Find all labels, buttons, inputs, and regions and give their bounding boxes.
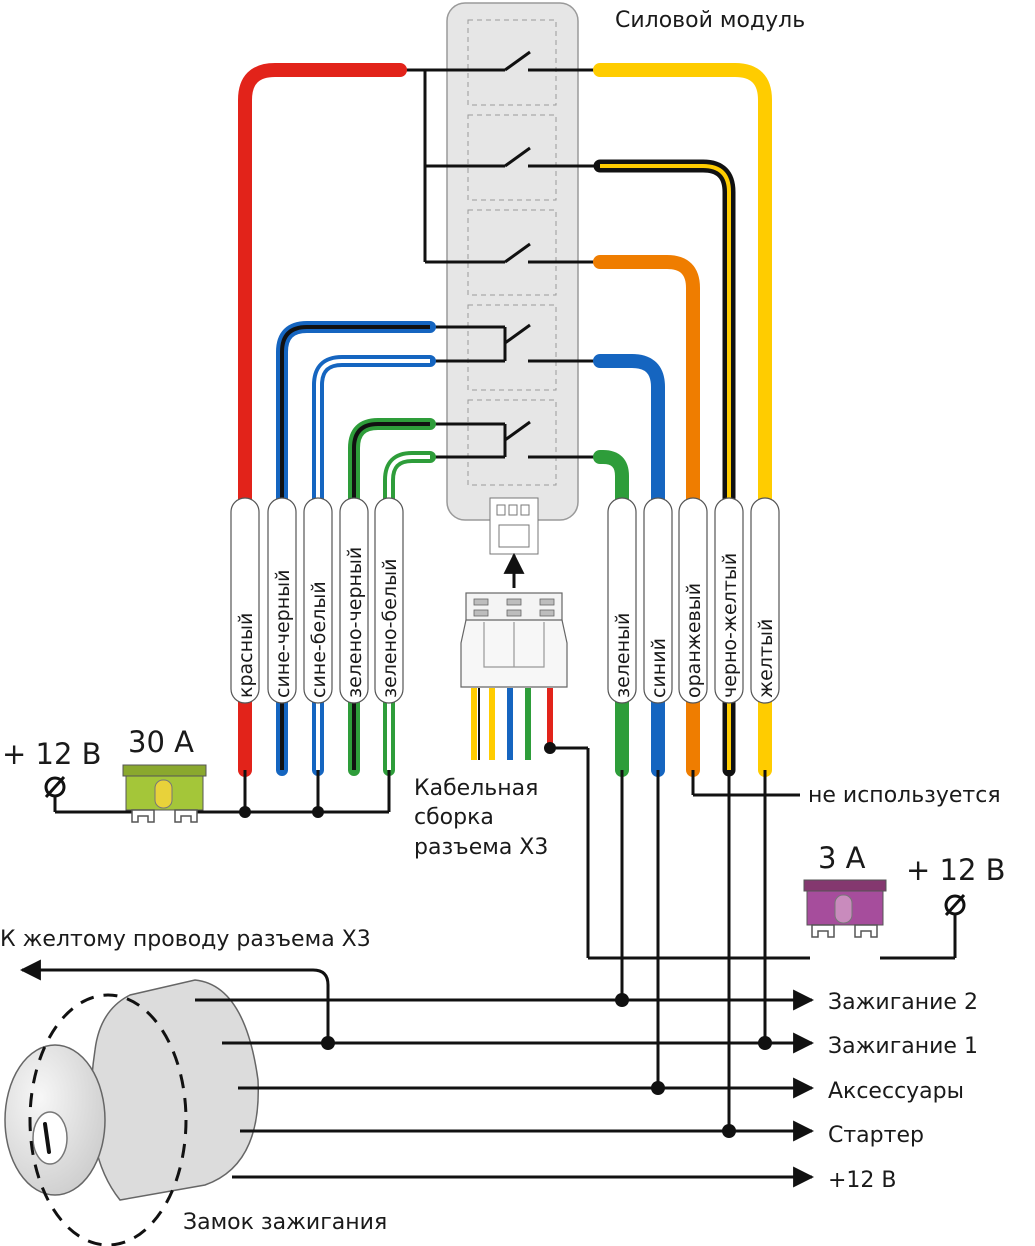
label-cap-green-white [374,497,404,704]
yellow-wire-note: К желтому проводу разъема Х3 [0,927,371,952]
wire-label-black-yellow: черно-желтый [719,553,741,698]
wire-blue [593,354,665,777]
wire-yellow [593,63,772,777]
power-module [446,2,579,555]
wire-label-red: красный [235,613,257,698]
wire-label-yellow: желтый [755,619,777,698]
wire-label-orange: оранжевый [683,583,705,698]
wire-blue-black [276,321,436,776]
wire-label-green-white: зелено-белый [379,559,401,698]
connector-x3 [460,552,568,760]
fuse-30a-icon [122,764,207,823]
ignition-lock-label: Замок зажигания [183,1210,387,1235]
not-used-label: не используется [808,783,1001,808]
label-cap-green-black [339,497,369,704]
connector-x3-caption-3: разъема Х3 [414,835,548,860]
junction-dot [312,806,324,818]
relay-switches [430,50,600,459]
wire-label-green-black: зелено-черный [344,547,366,698]
left-supply-label: + 12 В [2,737,102,771]
connector-x3-caption-1: Кабельная [414,776,538,801]
label-cap-red [230,497,260,704]
wire-red [238,63,407,777]
label-cap-orange [678,497,708,704]
wire-green-white [383,451,436,776]
fuse-30a-rating: 30 А [128,725,194,759]
red-bus-lines [400,68,505,264]
left-junction-lines [53,770,391,814]
output-ignition-1: Зажигание 1 [828,1034,978,1059]
junction-dot [544,742,556,754]
wire-orange [593,255,700,777]
x3-red-to-fuse-line [550,746,957,960]
fuse-3a-rating: 3 А [818,841,866,875]
wire-label-blue-black: сине-черный [272,569,294,698]
fuse-3a-icon [803,879,887,938]
label-cap-blue [643,497,673,704]
label-cap-yellow [750,497,780,704]
right-supply-label: + 12 В [906,853,1006,887]
label-cap-blue-white [303,497,333,704]
output-accessories: Аксессуары [828,1079,964,1104]
wire-label-green: зеленый [612,613,634,698]
output-starter: Стартер [828,1123,924,1148]
right-vertical-lines [620,770,800,1131]
module-connector-icon [489,497,539,555]
wire-label-blue: синий [648,638,670,698]
power-module-title: Силовой модуль [615,8,805,33]
output-12v: +12 В [828,1168,897,1193]
output-lines [19,959,815,1188]
wire-green-black [348,418,436,776]
ignition-lock-icon [4,979,259,1246]
wire-label-blue-white: сине-белый [308,581,330,698]
terminal-icon [944,893,966,917]
wire-green [593,450,629,777]
label-cap-blue-black [267,497,297,704]
junction-dot [239,806,251,818]
connector-x3-caption-2: сборка [414,805,494,830]
output-ignition-2: Зажигание 2 [828,990,978,1015]
output-junctions [321,993,772,1138]
label-cap-green [607,497,637,704]
wire-black-yellow [593,159,736,777]
terminal-icon [44,775,66,799]
wire-blue-white [312,355,436,776]
label-cap-black-yellow [714,497,744,704]
